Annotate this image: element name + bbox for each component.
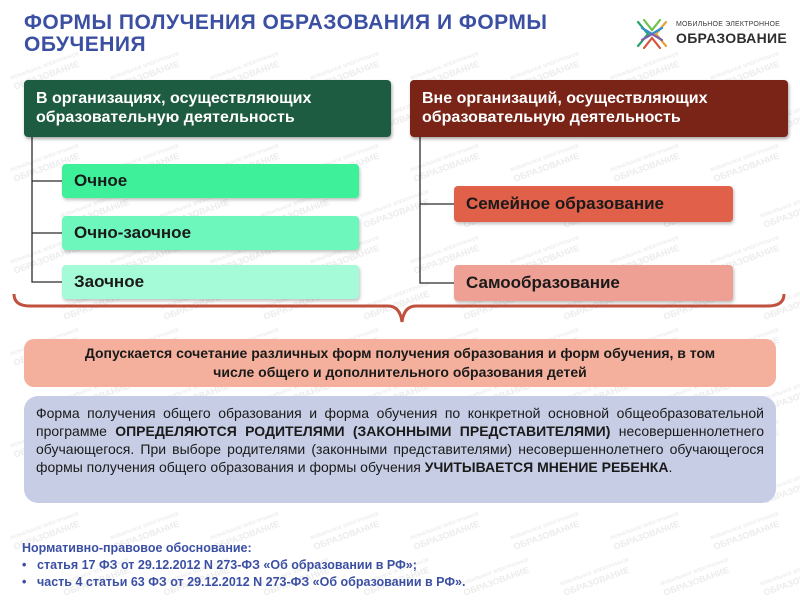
curly-brace (12, 293, 786, 323)
left-tree-line (31, 137, 62, 283)
logo-line-1: МОБИЛЬНОЕ ЭЛЕКТРОННОЕ (676, 21, 781, 28)
form-self-education: Самообразование (454, 265, 733, 301)
right-tree-line (419, 137, 454, 284)
combination-box: Допускается сочетание различных форм пол… (24, 339, 776, 387)
mesh-logo-icon (636, 18, 668, 50)
legal-basis-item: •статья 17 ФЗ от 29.12.2012 N 273-ФЗ «Об… (22, 558, 417, 572)
form-part-time: Очно-заочное (62, 216, 359, 250)
legal-basis-item: •часть 4 статьи 63 ФЗ от 29.12.2012 N 27… (22, 575, 466, 589)
note-text-1: Форма получения общего образования и фор… (36, 405, 764, 439)
form-full-time: Очное (62, 164, 359, 198)
legal-basis-title: Нормативно-правовое обоснование: (22, 541, 252, 555)
note-bold-2: УЧИТЫВАЕТСЯ МНЕНИЕ РЕБЕНКА (424, 459, 669, 475)
parents-choice-note: Форма получения общего образования и фор… (24, 396, 776, 503)
note-text-2: несовершеннолетнего обучающегося. При вы… (36, 423, 765, 475)
legal-basis-item-2: часть 4 статьи 63 ФЗ от 29.12.2012 N 273… (37, 575, 466, 589)
brand-logo: МОБИЛЬНОЕ ЭЛЕКТРОННОЕ ОБРАЗОВАНИЕ (634, 16, 794, 52)
out-of-organizations-header: Вне организаций, осуществляющих образова… (410, 80, 788, 137)
legal-basis: Нормативно-правовое обоснование: •статья… (22, 540, 722, 591)
page-title: ФОРМЫ ПОЛУЧЕНИЯ ОБРАЗОВАНИЯ И ФОРМЫ ОБУЧ… (24, 11, 548, 56)
in-organizations-header: В организациях, осуществляющих образоват… (24, 80, 391, 137)
logo-line-2: ОБРАЗОВАНИЕ (676, 30, 787, 46)
note-bold-1: ОПРЕДЕЛЯЮТСЯ РОДИТЕЛЯМИ (ЗАКОННЫМИ ПРЕДС… (115, 423, 611, 439)
form-extramural: Заочное (62, 265, 359, 299)
form-family-education: Семейное образование (454, 186, 733, 222)
note-text-3: . (668, 459, 673, 475)
legal-basis-item-1: статья 17 ФЗ от 29.12.2012 N 273-ФЗ «Об … (37, 558, 417, 572)
